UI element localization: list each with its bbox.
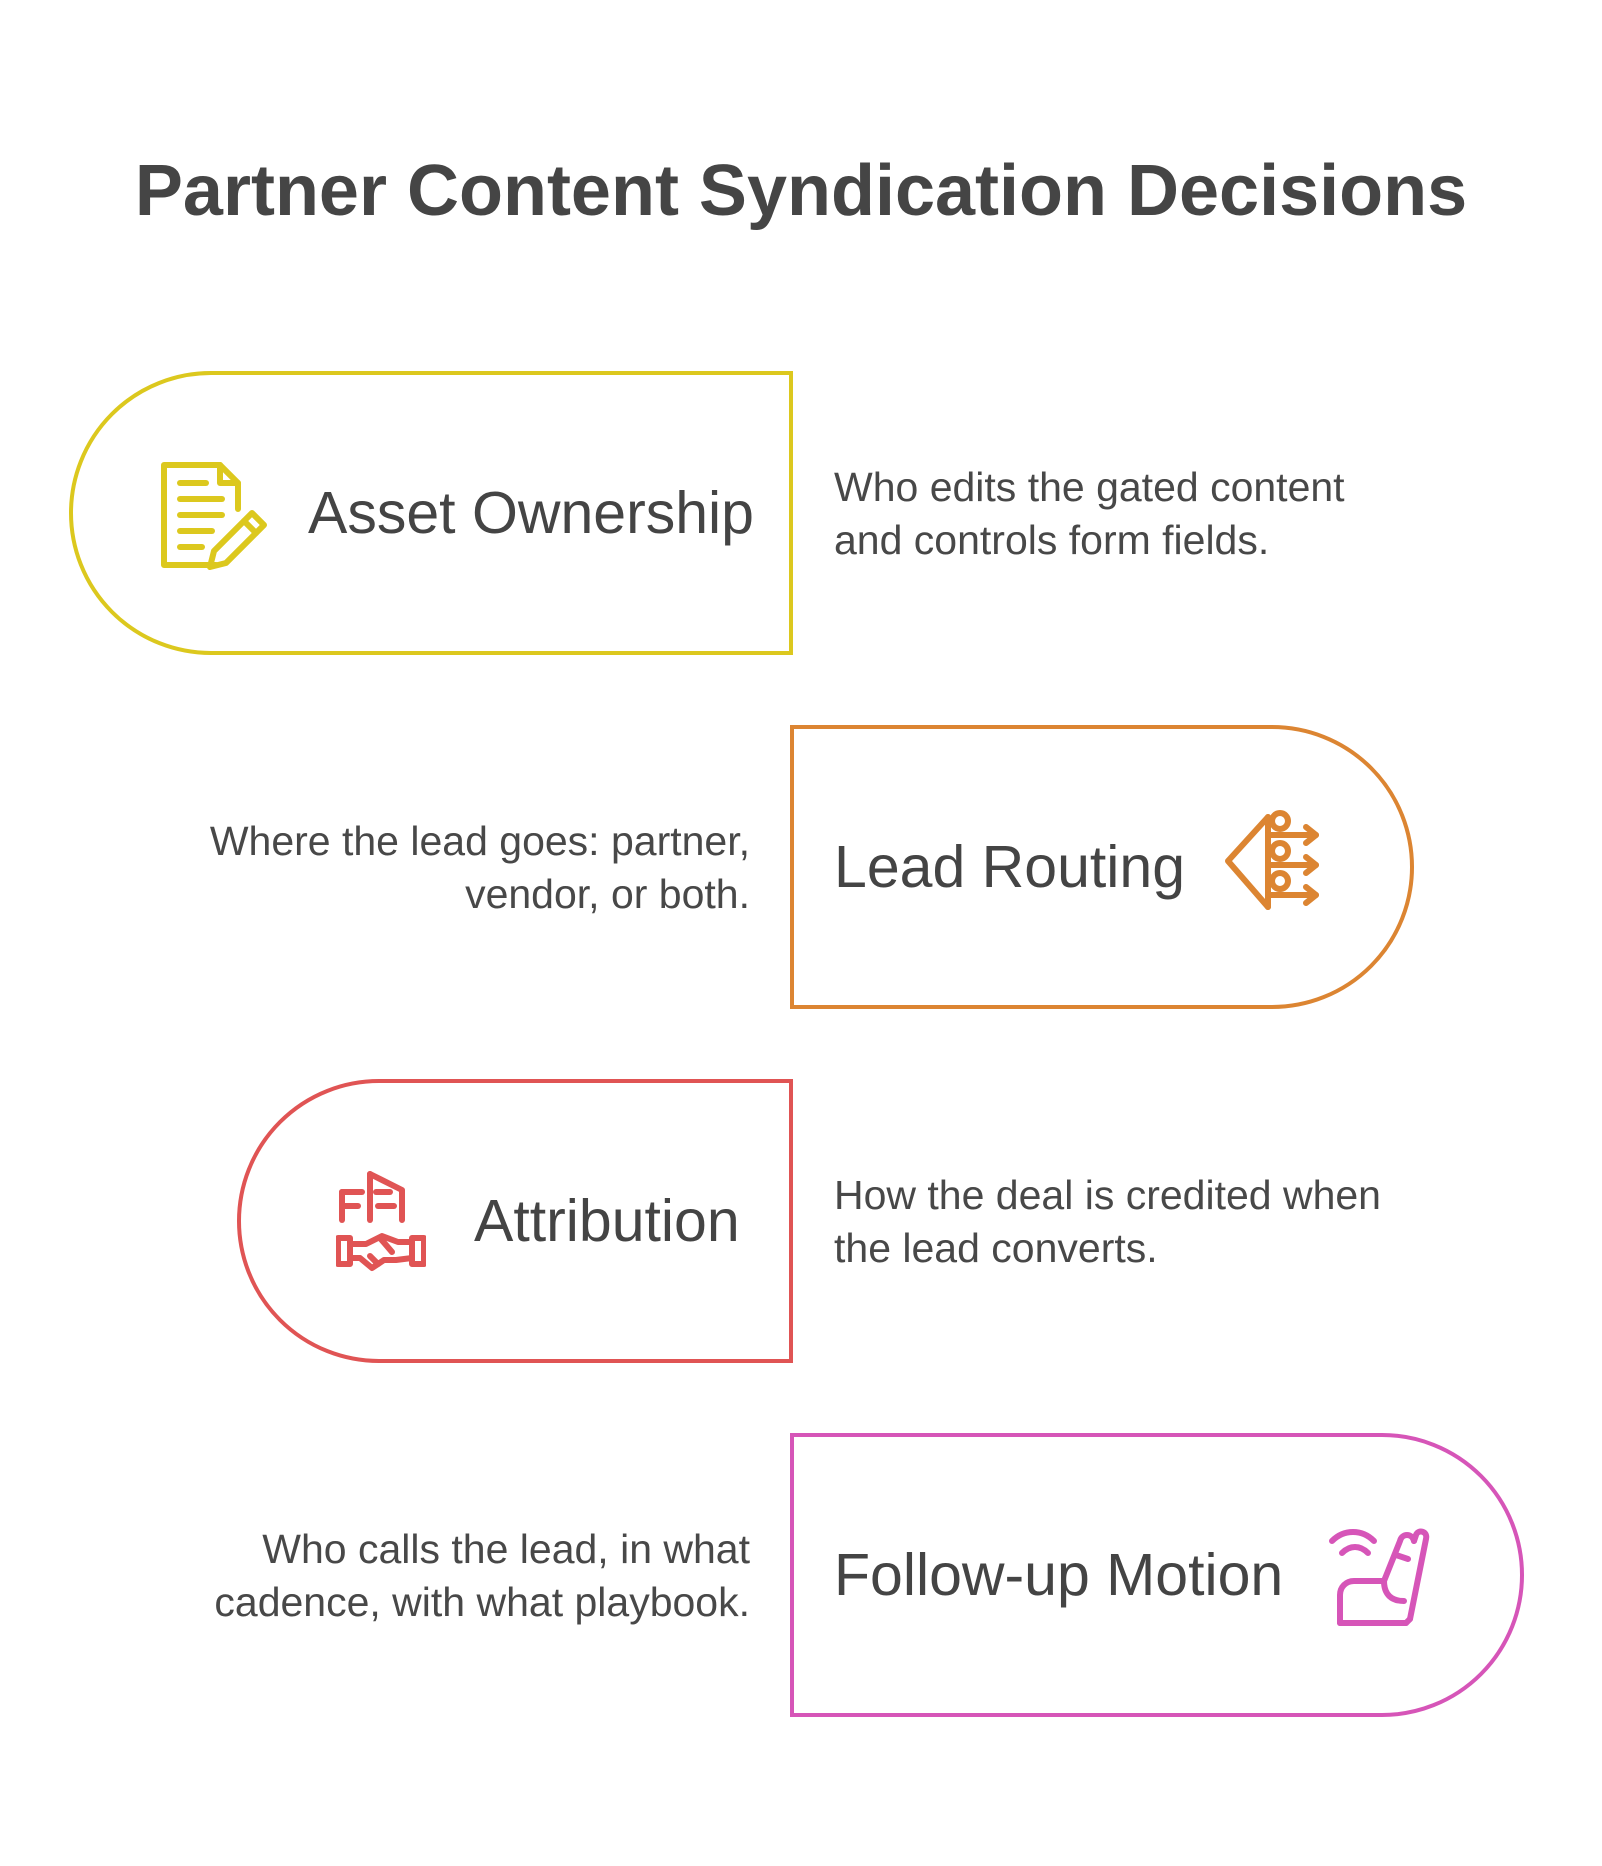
description-line: Who calls the lead, in what bbox=[262, 1526, 750, 1572]
description-line: vendor, or both. bbox=[465, 871, 750, 917]
description-line: Where the lead goes: partner, bbox=[209, 818, 750, 864]
asset-ownership-description: Who edits the gated content and controls… bbox=[834, 461, 1345, 567]
description-line: and controls form fields. bbox=[834, 517, 1270, 563]
lead-routing-label: Lead Routing bbox=[834, 834, 1186, 900]
follow-up-motion-label: Follow-up Motion bbox=[834, 1542, 1284, 1608]
attribution-description: How the deal is credited when the lead c… bbox=[834, 1169, 1381, 1275]
routing-icon bbox=[1218, 725, 1328, 1009]
decision-row-follow-up-motion: Follow-up Motion Who calls the lead, in … bbox=[0, 1433, 1602, 1723]
description-line: Who edits the gated content bbox=[834, 464, 1345, 510]
lead-routing-description: Where the lead goes: partner, vendor, or… bbox=[210, 815, 750, 921]
attribution-pill bbox=[237, 1079, 793, 1363]
waving-hand-icon bbox=[1326, 1433, 1436, 1717]
decision-row-asset-ownership: Asset Ownership Who edits the gated cont… bbox=[0, 371, 1602, 661]
document-edit-icon bbox=[152, 371, 272, 655]
follow-up-motion-pill bbox=[790, 1433, 1524, 1717]
description-line: How the deal is credited when bbox=[834, 1172, 1381, 1218]
handshake-icon bbox=[336, 1079, 426, 1363]
attribution-label: Attribution bbox=[474, 1188, 740, 1254]
description-line: the lead converts. bbox=[834, 1225, 1158, 1271]
page-title: Partner Content Syndication Decisions bbox=[134, 151, 1468, 231]
asset-ownership-label: Asset Ownership bbox=[308, 480, 754, 546]
description-line: cadence, with what playbook. bbox=[214, 1579, 750, 1625]
follow-up-motion-description: Who calls the lead, in what cadence, wit… bbox=[214, 1523, 750, 1629]
decision-row-attribution: Attribution How the deal is credited whe… bbox=[0, 1079, 1602, 1369]
decision-row-lead-routing: Lead Routing Where the lead goes: partne… bbox=[0, 725, 1602, 1015]
